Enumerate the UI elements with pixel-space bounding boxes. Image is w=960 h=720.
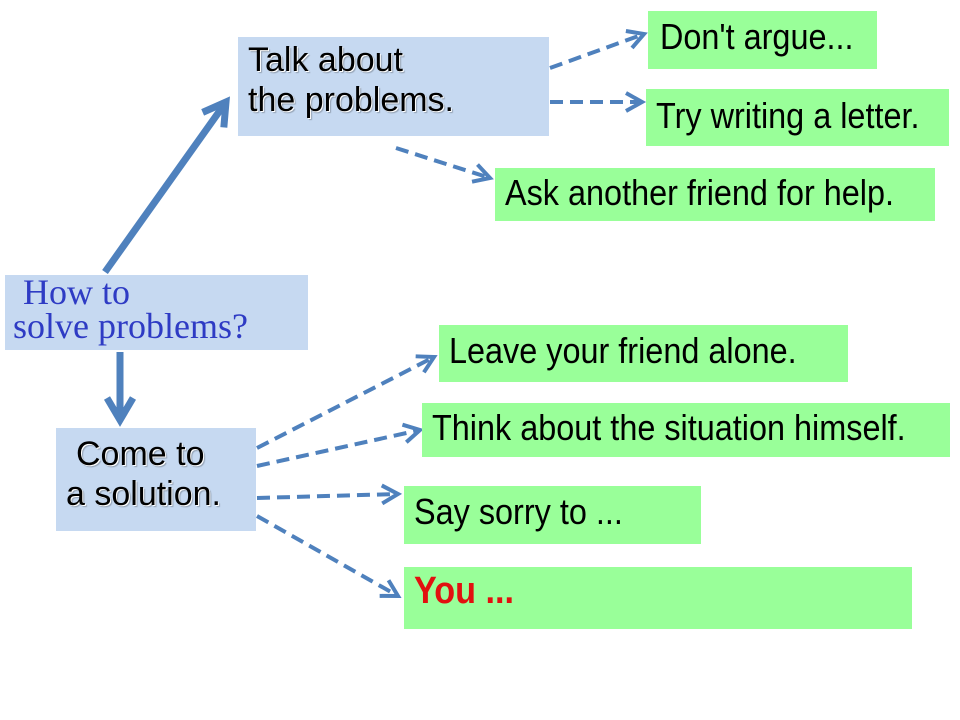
arrow-root-to-solution [103,352,137,427]
option-think-about-situation: Think about the situation himself. [422,403,950,457]
option-say-sorry-text: Say sorry to ... [414,491,623,532]
root-question-box: How to solve problems? [5,272,308,350]
option-dont-argue: Don't argue... [648,11,877,69]
option-ask-another-friend-text: Ask another friend for help. [505,172,895,213]
option-think-about-situation-text: Think about the situation himself. [432,407,906,448]
option-leave-friend-alone: Leave your friend alone. [439,325,848,382]
arrow-talk-to-argue [549,29,648,70]
option-dont-argue-text: Don't argue... [660,16,854,57]
arrow-talk-to-ask [395,146,494,184]
arrow-solution-to-leave [256,354,438,450]
arrow-talk-to-letter [550,91,647,113]
option-try-writing-letter-text: Try writing a letter. [656,95,920,136]
arrow-root-to-talk [102,96,230,275]
talk-branch-line2: the problems. [248,81,454,119]
option-ask-another-friend: Ask another friend for help. [495,168,935,221]
solution-branch-line2: a solution. [66,475,221,513]
arrow-solution-to-sorry [256,483,403,506]
arrow-solution-to-think [256,422,424,468]
option-you-text: You ... [414,570,515,612]
talk-branch-box: Talk about the problems. [238,37,549,136]
option-try-writing-letter: Try writing a letter. [646,89,949,146]
talk-branch-line1: Talk about [248,41,403,79]
root-question-line2: solve problems? [13,306,248,346]
option-you: You ... [404,567,912,629]
option-say-sorry: Say sorry to ... [404,486,701,544]
root-question-line1: How to [23,272,130,312]
arrow-solution-to-you [256,514,402,599]
solution-branch-box: Come to a solution. [56,428,256,531]
option-leave-friend-alone-text: Leave your friend alone. [449,330,797,371]
solution-branch-line1: Come to [76,435,205,473]
